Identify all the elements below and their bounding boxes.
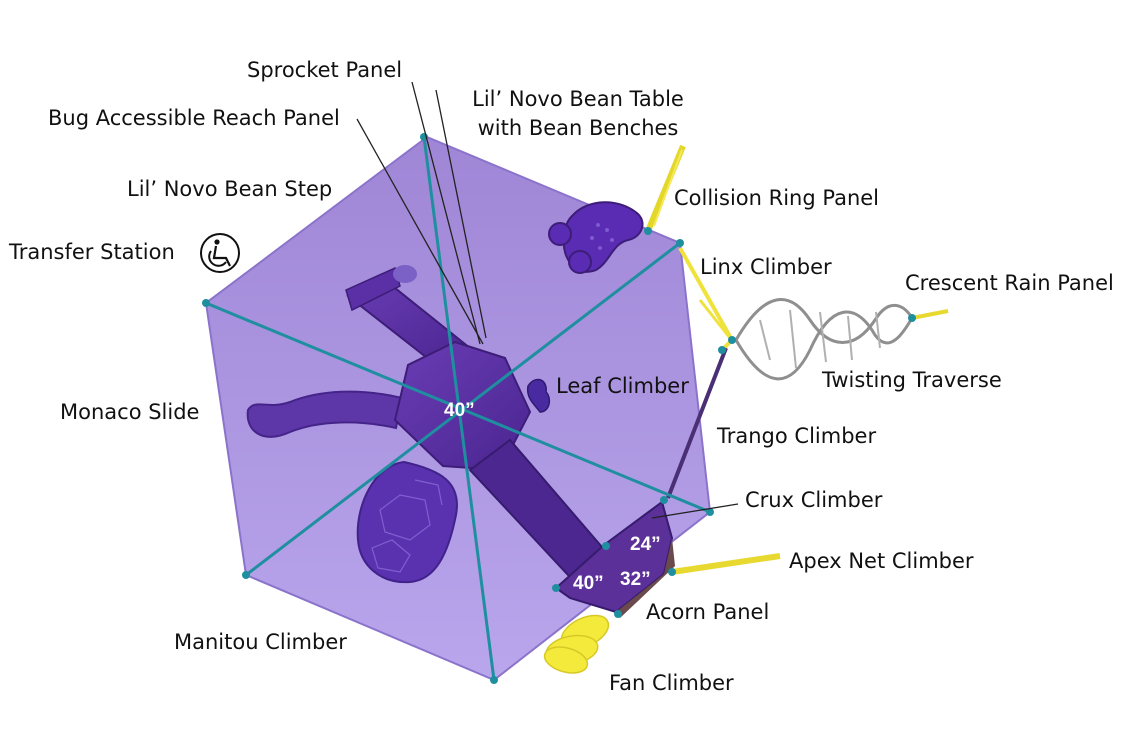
label-monaco-slide: Monaco Slide xyxy=(60,400,200,424)
label-twisting-traverse: Twisting Traverse xyxy=(822,368,1002,392)
label-bean-step: Lil’ Novo Bean Step xyxy=(127,177,333,201)
label-bug-accessible-reach-panel: Bug Accessible Reach Panel xyxy=(48,106,340,130)
bean-table-shape xyxy=(548,201,644,274)
post-caps xyxy=(202,133,916,684)
trango-climber-bar xyxy=(666,347,728,499)
wheelchair-icon xyxy=(200,233,240,273)
label-crux-climber: Crux Climber xyxy=(745,488,883,512)
manitou-climber-shape xyxy=(356,460,458,584)
label-crescent-rain-panel: Crescent Rain Panel xyxy=(905,271,1114,295)
leaf-climber-shape xyxy=(526,378,551,413)
small-deck-dimension-c: 40” xyxy=(573,573,604,594)
label-manitou-climber: Manitou Climber xyxy=(174,630,347,654)
label-bean-table-line2: with Bean Benches xyxy=(477,116,679,140)
label-collision-ring-panel: Collision Ring Panel xyxy=(674,186,880,210)
label-linx-climber: Linx Climber xyxy=(700,255,832,279)
label-acorn-panel: Acorn Panel xyxy=(646,600,770,624)
monaco-slide-shape xyxy=(246,390,404,438)
leader-lines xyxy=(356,81,739,519)
bean-step-shape xyxy=(393,265,417,283)
small-deck-dimension-b: 32” xyxy=(620,569,651,590)
label-transfer-station: Transfer Station xyxy=(9,240,175,264)
frame-posts xyxy=(205,136,711,681)
main-deck-dimension: 40” xyxy=(444,400,475,421)
label-sprocket-panel: Sprocket Panel xyxy=(247,58,403,82)
label-trango-climber: Trango Climber xyxy=(717,424,877,448)
label-apex-net-climber: Apex Net Climber xyxy=(789,549,974,573)
small-deck-dimension-a: 24” xyxy=(630,534,661,555)
label-fan-climber: Fan Climber xyxy=(609,671,734,695)
label-bean-table-line1: Lil’ Novo Bean Table xyxy=(472,87,684,111)
fan-climber-shape xyxy=(543,614,610,674)
twisting-traverse-shape xyxy=(734,298,914,381)
label-leaf-climber: Leaf Climber xyxy=(556,374,689,398)
